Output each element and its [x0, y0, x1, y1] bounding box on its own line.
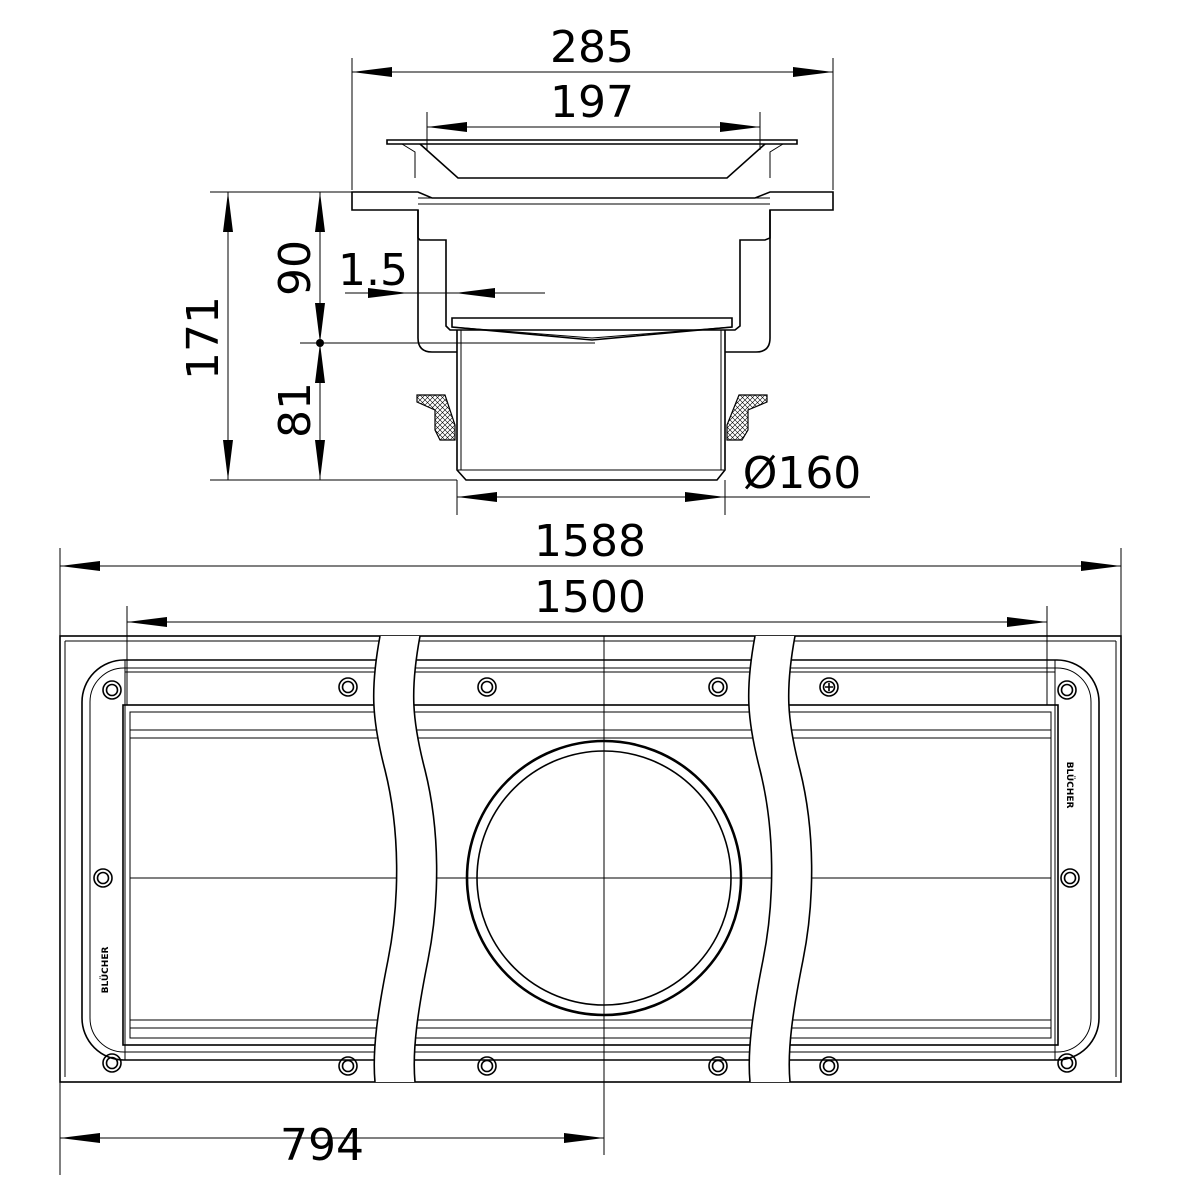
- screw-icon: [1060, 683, 1074, 697]
- dim-label-794: 794: [280, 1120, 364, 1171]
- frame-flange: [81, 659, 1100, 1061]
- screw-icon: [711, 1059, 725, 1073]
- plan-view: BLÜCHER BLÜCHER 1588 1500 794: [59, 516, 1122, 1175]
- dim-label-1-5: 1.5: [338, 245, 408, 296]
- screw-icon: [338, 677, 358, 697]
- dim-label-171: 171: [178, 296, 229, 380]
- screw-icon: [102, 680, 122, 700]
- dim-label-160: Ø160: [743, 448, 862, 499]
- screw-icon: [105, 1056, 119, 1070]
- break-band-left: [373, 636, 437, 1082]
- seal-left: [416, 394, 456, 441]
- screw-icon: [341, 1059, 355, 1073]
- section-view: 285 197 171 90 81 1.5 Ø160: [178, 22, 870, 515]
- dim-label-197: 197: [550, 77, 634, 128]
- screw-icon: [819, 1056, 839, 1076]
- dim-label-285: 285: [550, 22, 634, 73]
- screw-icon: [96, 871, 110, 885]
- seal-right: [726, 394, 768, 441]
- screw-icon: [708, 677, 728, 697]
- screw-icon: [822, 680, 836, 694]
- screw-icon: [819, 677, 839, 697]
- dimension-dot: [316, 339, 324, 347]
- screw-icon: [1060, 868, 1080, 888]
- brand-label-left: BLÜCHER: [100, 947, 111, 994]
- break-band-right: [748, 636, 812, 1082]
- screw-icon: [822, 1059, 836, 1073]
- screw-icon: [338, 1056, 358, 1076]
- screw-icon: [1057, 680, 1077, 700]
- screw-icon: [1057, 1053, 1077, 1073]
- screw-icon: [93, 868, 113, 888]
- screw-icon: [1060, 1056, 1074, 1070]
- screw-icon: [1063, 871, 1077, 885]
- screw-icon: [341, 680, 355, 694]
- dim-label-1500: 1500: [534, 572, 646, 623]
- dim-label-81: 81: [270, 382, 321, 438]
- outlet-inner: [476, 750, 732, 1006]
- channel-inner: [122, 704, 1059, 1046]
- dim-label-90: 90: [270, 240, 321, 296]
- screw-icon: [477, 1056, 497, 1076]
- channel-body: [59, 635, 1122, 1083]
- screw-icon: [711, 680, 725, 694]
- screw-icon: [105, 683, 119, 697]
- screw-icon: [102, 1053, 122, 1073]
- screws: [93, 677, 1080, 1076]
- brand-label-right: BLÜCHER: [1064, 762, 1075, 809]
- dim-label-1588: 1588: [534, 516, 646, 567]
- outlet-outer: [465, 739, 743, 1017]
- screw-icon: [480, 1059, 494, 1073]
- screw-icon: [708, 1056, 728, 1076]
- screw-icon: [477, 677, 497, 697]
- screw-icon: [480, 680, 494, 694]
